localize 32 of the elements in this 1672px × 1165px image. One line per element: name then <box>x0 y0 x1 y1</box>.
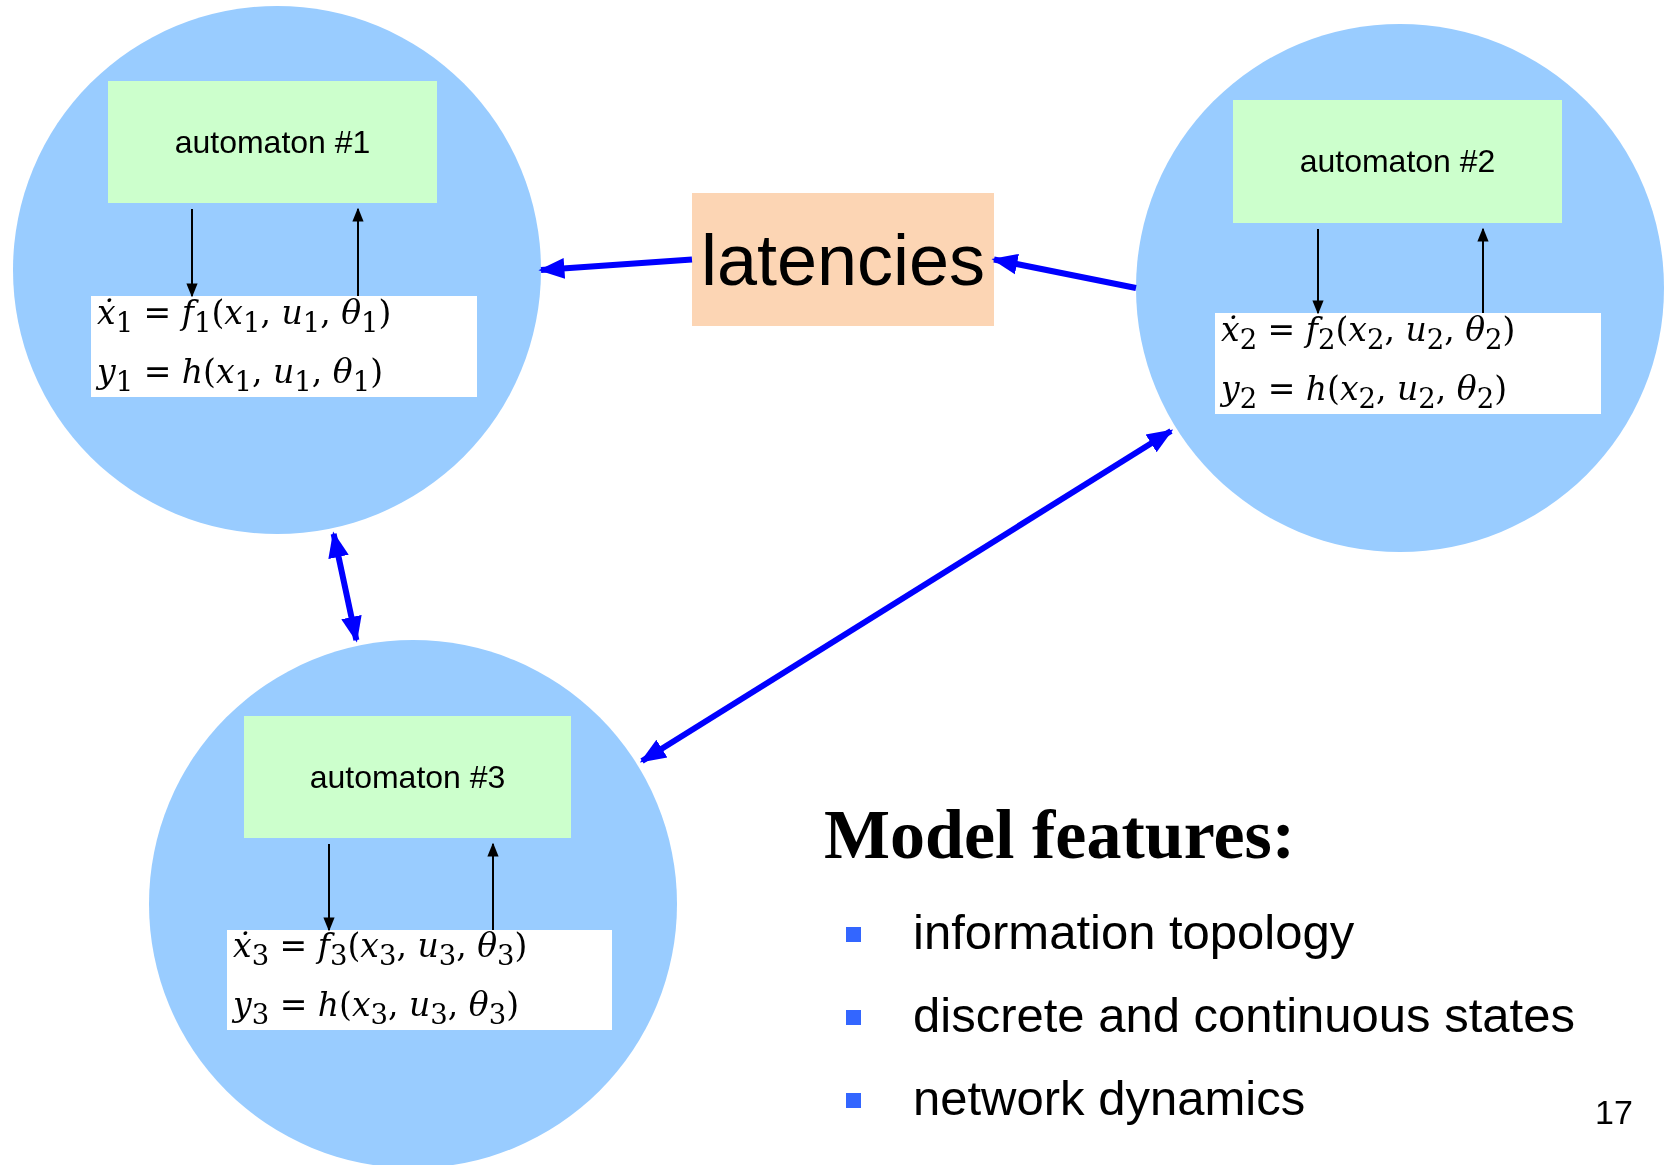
equation-box <box>91 296 477 397</box>
node-label: automaton #2 <box>1299 143 1496 180</box>
node-label: latencies <box>700 218 986 301</box>
equation-box <box>1215 313 1601 414</box>
bullet-text: discrete and continuous states <box>913 987 1575 1043</box>
arrow <box>1312 228 1324 315</box>
arrow <box>328 531 362 643</box>
node-label: automaton #1 <box>174 123 371 161</box>
arrow <box>1477 227 1489 314</box>
bullet-text: network dynamics <box>913 1070 1306 1126</box>
process-box <box>244 716 571 838</box>
process-box <box>1233 100 1562 223</box>
equation: y$_{2}$ = h(x$_{2}$, u$_{2}$, θ$_{2}$) <box>1221 367 1509 416</box>
equation-box <box>227 930 612 1030</box>
arrow <box>323 843 335 932</box>
equation: y$_{1}$ = h(x$_{1}$, u$_{1}$, θ$_{1}$) <box>97 350 385 399</box>
arrow <box>538 256 693 279</box>
node-label: automaton #3 <box>309 758 506 796</box>
bullet-text: information topology <box>913 904 1355 960</box>
equation: ẋ$_{3}$ = f$_{3}$(x$_{3}$, u$_{3}$, θ$_{3}$) <box>233 925 529 973</box>
process-box <box>692 193 994 326</box>
arrow <box>186 208 198 298</box>
heading: Model features: <box>824 795 1296 875</box>
arrow <box>991 253 1137 291</box>
arrow <box>487 842 499 931</box>
arrow <box>352 207 364 297</box>
arrow <box>639 428 1174 764</box>
equation: y$_{3}$ = h(x$_{3}$, u$_{3}$, θ$_{3}$) <box>233 984 521 1032</box>
equation: ẋ$_{2}$ = f$_{2}$(x$_{2}$, u$_{2}$, θ$_{2}$) <box>1221 308 1517 357</box>
page-number: 17 <box>1595 1093 1633 1132</box>
equation: ẋ$_{1}$ = f$_{1}$(x$_{1}$, u$_{1}$, θ$_{1}$) <box>97 291 393 340</box>
process-box <box>108 81 437 203</box>
